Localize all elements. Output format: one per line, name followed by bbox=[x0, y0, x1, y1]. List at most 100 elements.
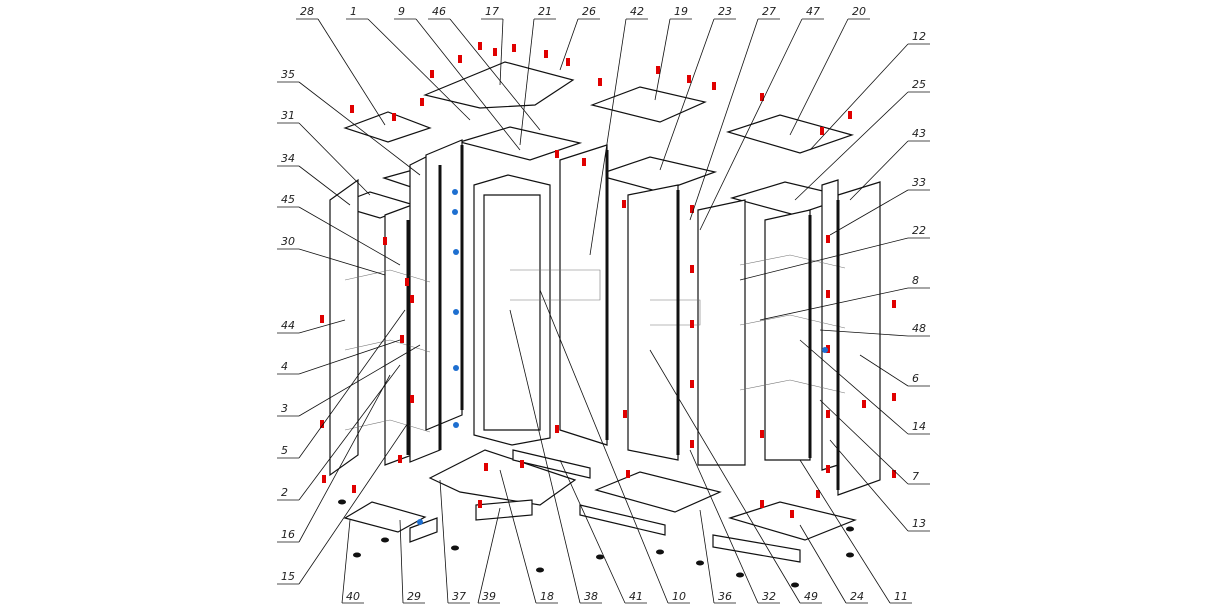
fastener-red bbox=[320, 315, 324, 323]
leader-line bbox=[509, 309, 581, 604]
fastener-black bbox=[596, 554, 604, 560]
fastener-red bbox=[862, 400, 866, 408]
callout-24: 24 bbox=[850, 590, 864, 603]
callout-11: 11 bbox=[894, 590, 908, 603]
leader-line bbox=[477, 507, 501, 604]
callout-47: 47 bbox=[806, 5, 820, 18]
right-door-panel bbox=[764, 209, 811, 461]
leader-line bbox=[819, 329, 909, 337]
callout-34: 34 bbox=[281, 152, 295, 165]
leader-line bbox=[399, 519, 404, 604]
furniture-parts bbox=[329, 61, 881, 563]
leader-line bbox=[699, 509, 715, 604]
callout-13: 13 bbox=[912, 517, 926, 530]
shelf-top-2 bbox=[594, 156, 718, 193]
fastener-black bbox=[846, 526, 854, 532]
callout-40: 40 bbox=[346, 590, 360, 603]
callout-45: 45 bbox=[281, 193, 295, 206]
fastener-red bbox=[690, 320, 694, 328]
leader-line bbox=[794, 91, 909, 201]
fastener-red bbox=[458, 55, 462, 63]
leader-line bbox=[298, 309, 406, 459]
leader-line bbox=[539, 289, 669, 604]
leader-line bbox=[849, 140, 909, 201]
callout-43: 43 bbox=[912, 127, 926, 140]
fastener-red bbox=[512, 44, 516, 52]
top-panel-mid bbox=[589, 86, 707, 123]
fastener-red bbox=[760, 430, 764, 438]
callout-44: 44 bbox=[281, 319, 295, 332]
callout-28: 28 bbox=[300, 5, 314, 18]
fastener-red bbox=[383, 237, 387, 245]
fastener-red bbox=[478, 500, 482, 508]
leader-line bbox=[739, 237, 909, 281]
callout-18: 18 bbox=[540, 590, 554, 603]
leader-line bbox=[649, 349, 801, 604]
leader-line bbox=[699, 18, 803, 231]
fastener-black bbox=[451, 545, 459, 551]
leader-line bbox=[789, 18, 849, 136]
leader-line bbox=[449, 18, 541, 131]
top-panel-left bbox=[343, 111, 432, 143]
plinth-4 bbox=[409, 517, 438, 543]
center-door bbox=[627, 184, 679, 461]
fastener-red bbox=[400, 335, 404, 343]
leader-line bbox=[298, 419, 411, 585]
fastener-red bbox=[420, 98, 424, 106]
fasteners bbox=[320, 42, 896, 588]
leader-line bbox=[298, 165, 351, 206]
callout-31: 31 bbox=[281, 109, 295, 122]
leader-line bbox=[317, 18, 386, 126]
right-side-panel bbox=[837, 181, 881, 496]
fastener-red bbox=[555, 150, 559, 158]
fastener-red bbox=[790, 510, 794, 518]
fastener-black bbox=[736, 572, 744, 578]
callout-36: 36 bbox=[718, 590, 732, 603]
leader-line bbox=[439, 479, 449, 604]
fastener-blue bbox=[822, 347, 828, 353]
leader-line bbox=[519, 18, 535, 146]
callout-21: 21 bbox=[538, 5, 552, 18]
leader-line bbox=[298, 319, 346, 334]
left-inner-panel bbox=[425, 139, 463, 431]
fastener-red bbox=[410, 295, 414, 303]
leader-line bbox=[298, 374, 391, 543]
callout-9: 9 bbox=[398, 5, 405, 18]
callout-12: 12 bbox=[912, 30, 926, 43]
bottom-panel-corner bbox=[428, 449, 577, 506]
callout-10: 10 bbox=[672, 590, 686, 603]
fastener-blue bbox=[453, 309, 459, 315]
callout-35: 35 bbox=[281, 68, 295, 81]
fastener-red bbox=[892, 300, 896, 308]
callout-19: 19 bbox=[674, 5, 688, 18]
fastener-red bbox=[484, 463, 488, 471]
fastener-red bbox=[392, 113, 396, 121]
callout-46: 46 bbox=[432, 5, 446, 18]
callout-4: 4 bbox=[281, 360, 288, 373]
leader-line bbox=[415, 18, 521, 151]
fastener-red bbox=[322, 475, 326, 483]
fastener-red bbox=[430, 70, 434, 78]
fastener-blue bbox=[453, 365, 459, 371]
fastener-red bbox=[826, 290, 830, 298]
fastener-red bbox=[826, 235, 830, 243]
fastener-red bbox=[352, 485, 356, 493]
fastener-red bbox=[687, 75, 691, 83]
fastener-blue bbox=[417, 519, 423, 525]
fastener-red bbox=[555, 425, 559, 433]
leader-line bbox=[689, 449, 759, 604]
fastener-red bbox=[690, 380, 694, 388]
fastener-red bbox=[826, 345, 830, 353]
leader-line bbox=[367, 18, 471, 121]
leader-line bbox=[819, 399, 909, 485]
fastener-red bbox=[623, 410, 627, 418]
callout-26: 26 bbox=[582, 5, 596, 18]
callout-42: 42 bbox=[630, 5, 644, 18]
fastener-red bbox=[690, 205, 694, 213]
fastener-red bbox=[478, 42, 482, 50]
leader-line bbox=[499, 18, 504, 86]
fastener-red bbox=[892, 470, 896, 478]
mirror-door bbox=[473, 174, 551, 446]
